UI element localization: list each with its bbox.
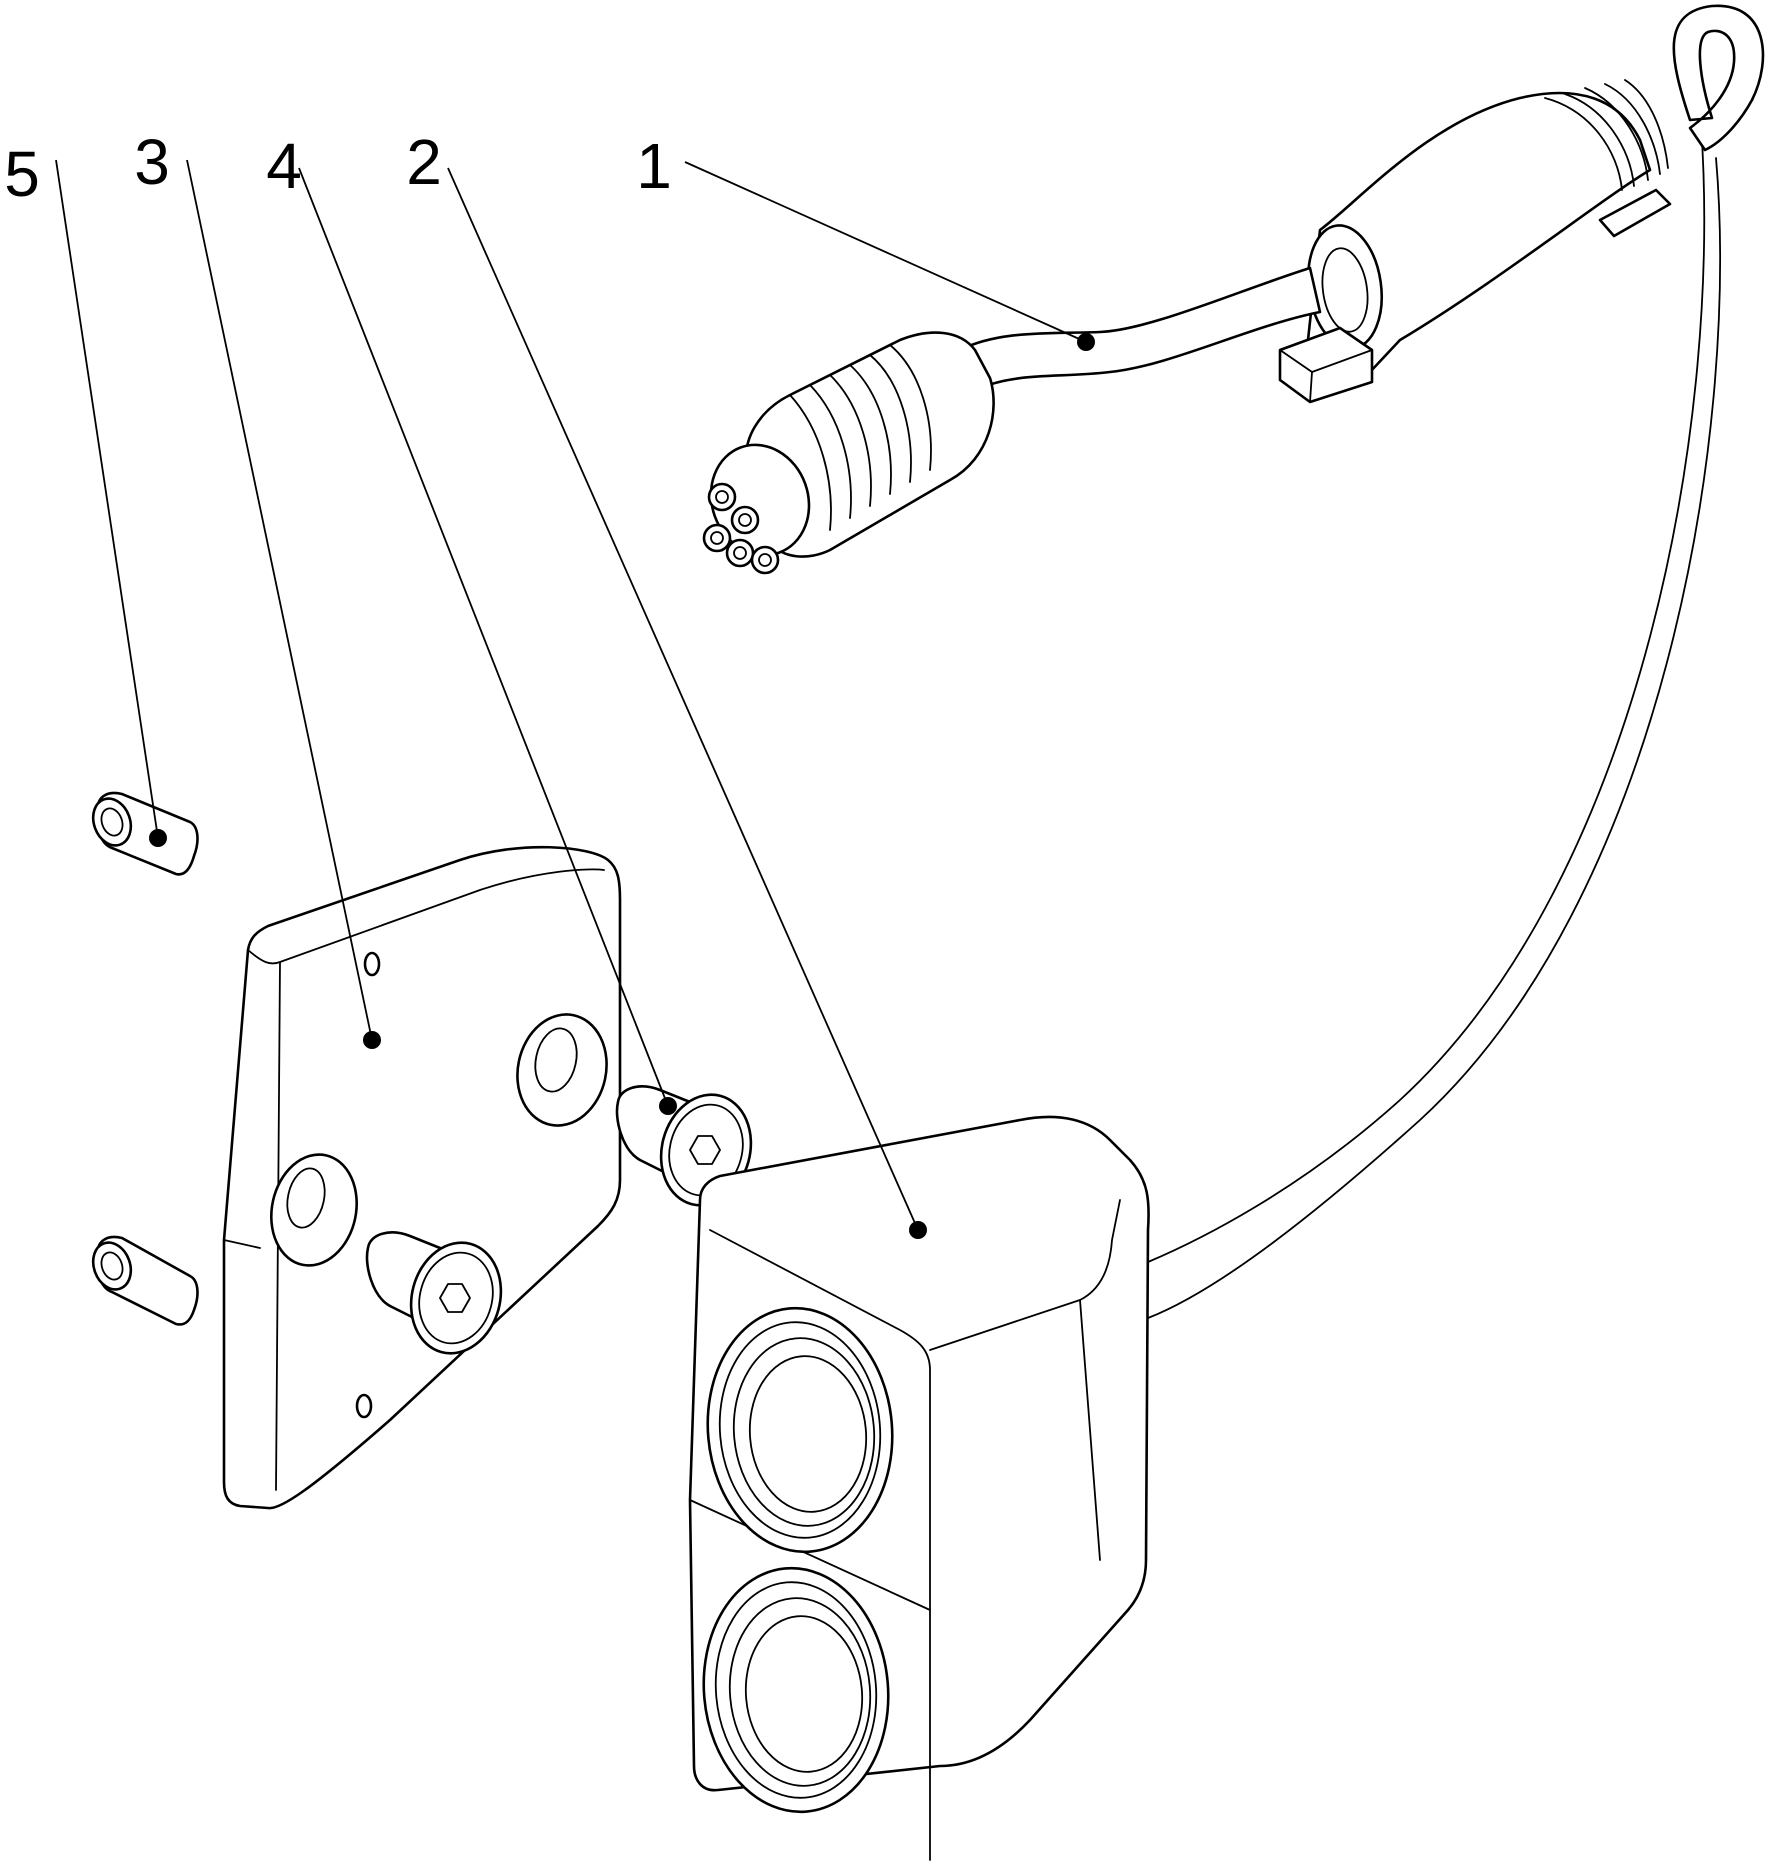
leader-5 (55, 159, 159, 839)
callout-5: 5 (4, 138, 40, 210)
callout-labels: 1 2 3 4 5 (4, 126, 672, 210)
leader-3 (186, 159, 373, 1041)
plug-ribs (789, 344, 932, 531)
leader-2-dot (909, 1221, 927, 1239)
callout-2: 2 (406, 126, 442, 198)
mounting-plate (222, 845, 622, 1510)
leader-2 (447, 167, 919, 1231)
push-button-upper (706, 1306, 894, 1554)
leader-4-dot (659, 1097, 677, 1115)
leader-1 (684, 161, 1087, 343)
leader-4 (298, 167, 669, 1107)
plug-pins (702, 482, 780, 575)
leader-1-dot (1077, 333, 1095, 351)
switch-housing (688, 1115, 1150, 1861)
sleeve-ribs (1544, 79, 1669, 191)
callout-4: 4 (266, 130, 302, 202)
countersunk-screw-lower (365, 1231, 503, 1355)
leader-3-dot (363, 1031, 381, 1049)
callout-leaders (55, 159, 1095, 1239)
push-button-lower (702, 1566, 890, 1814)
leader-5-dot (149, 829, 167, 847)
cap-screw-upper (91, 791, 199, 876)
callout-1: 1 (636, 130, 672, 202)
cable-assembly (702, 4, 1765, 1319)
cap-screw-lower (91, 1235, 199, 1326)
callout-3: 3 (134, 126, 170, 198)
